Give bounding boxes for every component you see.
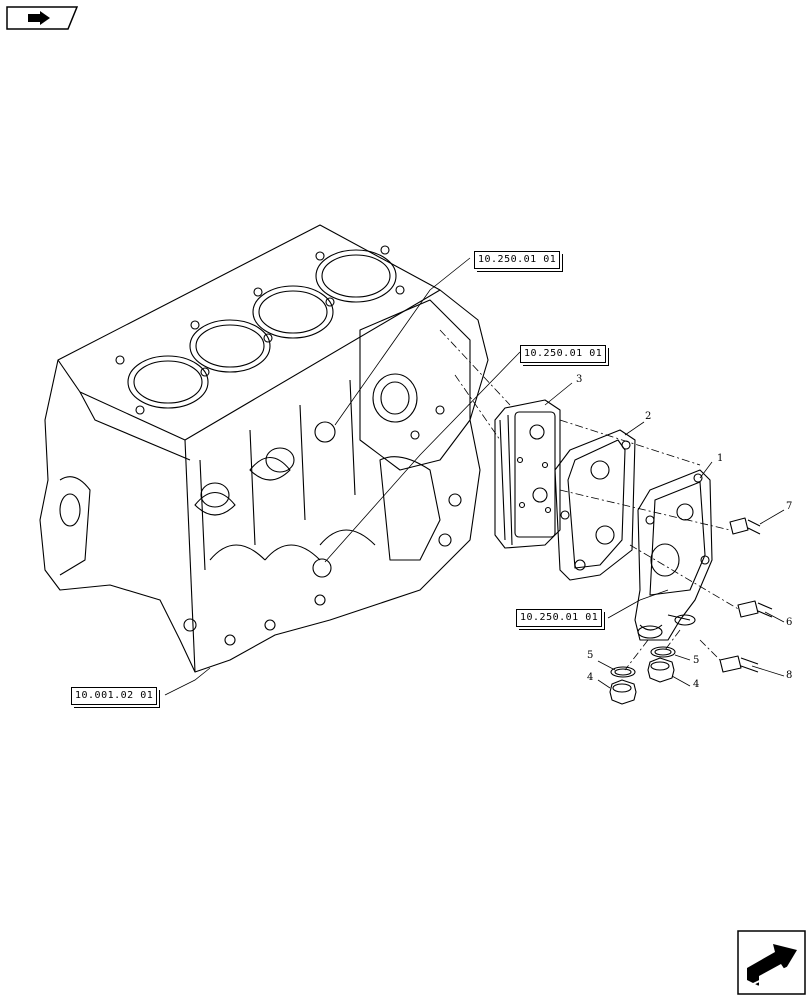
- callout-5b: 5: [693, 655, 700, 666]
- gasket: [554, 429, 636, 581]
- prev-page-button[interactable]: [6, 6, 78, 30]
- back-arrow-icon: [6, 6, 78, 30]
- callout-3: 3: [576, 374, 583, 385]
- forward-arrow-icon: [737, 930, 806, 995]
- callout-6: 6: [786, 617, 793, 628]
- reference-label-right[interactable]: 10.250.01 01: [516, 609, 603, 627]
- callout-4a: 4: [587, 672, 594, 683]
- callout-1: 1: [717, 453, 724, 464]
- filter-housing: [634, 469, 713, 641]
- next-page-button[interactable]: [737, 930, 807, 996]
- reference-label-middle[interactable]: 10.250.01 01: [520, 345, 607, 363]
- callout-2: 2: [645, 411, 652, 422]
- reference-label-block[interactable]: 10.001.02 01: [71, 687, 158, 705]
- reference-label-top[interactable]: 10.250.01 01: [474, 251, 561, 269]
- callout-4b: 4: [693, 679, 700, 690]
- engine-block: [39, 224, 489, 673]
- plugs-and-seals: [609, 646, 676, 705]
- callout-5a: 5: [587, 650, 594, 661]
- callout-7: 7: [786, 501, 793, 512]
- bolts: [719, 517, 773, 673]
- oil-cooler: [494, 399, 561, 549]
- callout-8: 8: [786, 670, 793, 681]
